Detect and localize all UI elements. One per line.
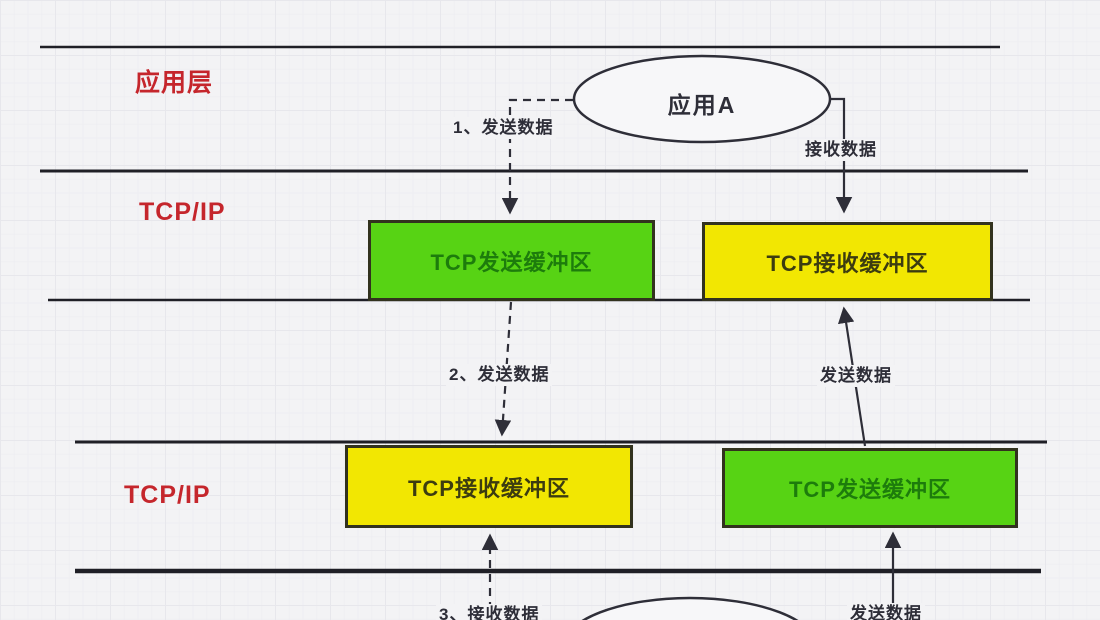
layer-label-tcpip-bottom: TCP/IP	[124, 481, 211, 509]
label-receive-data-top: 接收数据	[802, 139, 880, 162]
step1-send-dashed-arrow	[501, 98, 573, 215]
tcp-send-buffer-bottom-box: TCP发送缓冲区	[722, 448, 1018, 528]
label-send-data-middle: 发送数据	[817, 365, 895, 388]
receive-data-top-arrow	[829, 97, 853, 214]
tcp-receive-buffer-bottom-box: TCP接收缓冲区	[345, 445, 633, 528]
tcp-send-buffer-top-box: TCP发送缓冲区	[368, 220, 655, 301]
label-send-data-bottom: 发送数据	[847, 603, 925, 620]
tcp-receive-buffer-top-box: TCP接收缓冲区	[702, 222, 993, 301]
label-step3-receive-data: 3、接收数据	[436, 604, 543, 620]
layer-label-tcpip-top: TCP/IP	[139, 198, 226, 226]
layer-label-application: 应用层	[135, 69, 214, 97]
label-step1-send-data: 1、发送数据	[450, 117, 557, 140]
app-a-label: 应用A	[667, 92, 737, 118]
label-step2-send-data: 2、发送数据	[446, 364, 553, 387]
app-b-ellipse-partial	[581, 596, 799, 620]
